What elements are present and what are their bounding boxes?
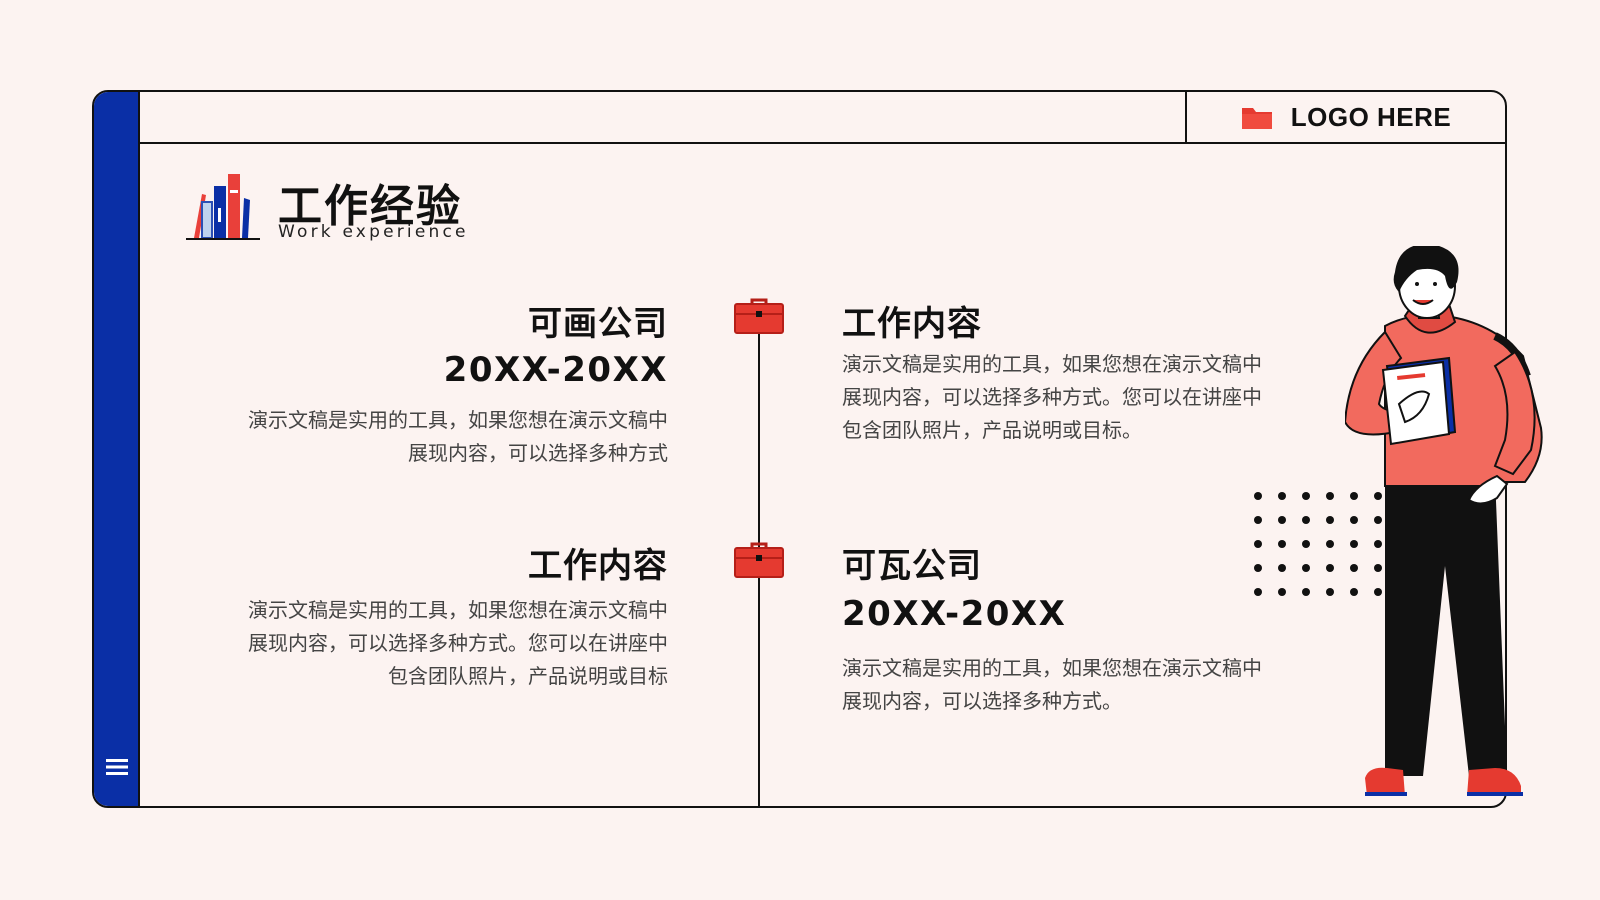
description-line: 展现内容，可以选择多种方式。您可以在讲座中 <box>248 631 668 655</box>
sidebar <box>94 92 140 806</box>
description-line: 演示文稿是实用的工具，如果您想在演示文稿中 <box>248 598 668 622</box>
company-name: 可瓦公司 <box>842 546 982 586</box>
description-line: 包含团队照片，产品说明或目标。 <box>842 418 1142 442</box>
content-title: 工作内容 <box>528 546 668 586</box>
books-icon <box>186 174 260 240</box>
description: 演示文稿是实用的工具，如果您想在演示文稿中 展现内容，可以选择多种方式。您可以在… <box>842 348 1322 447</box>
date-range: 20XX-20XX <box>443 350 668 390</box>
section-title: 工作经验 <box>278 181 462 232</box>
content-title: 工作内容 <box>842 304 982 344</box>
briefcase-icon <box>734 298 784 334</box>
logo-area: LOGO HERE <box>1185 92 1505 142</box>
folder-icon <box>1241 108 1272 129</box>
description-line: 演示文稿是实用的工具，如果您想在演示文稿中 <box>842 352 1262 376</box>
description-line: 演示文稿是实用的工具，如果您想在演示文稿中 <box>248 408 668 432</box>
description-line: 展现内容，可以选择多种方式。 <box>842 689 1122 713</box>
description-line: 展现内容，可以选择多种方式。您可以在讲座中 <box>842 385 1262 409</box>
description-line: 包含团队照片，产品说明或目标 <box>388 664 668 688</box>
person-illustration <box>1345 246 1543 796</box>
dot-grid-decoration <box>1254 492 1382 596</box>
date-range: 20XX-20XX <box>842 594 1067 634</box>
company-name: 可画公司 <box>528 304 668 344</box>
description: 演示文稿是实用的工具，如果您想在演示文稿中 展现内容，可以选择多种方式。 <box>842 652 1322 718</box>
slide-frame: LOGO HERE <box>92 90 1507 808</box>
description: 演示文稿是实用的工具，如果您想在演示文稿中 展现内容，可以选择多种方式。您可以在… <box>188 594 668 693</box>
briefcase-icon <box>734 542 784 578</box>
description-line: 展现内容，可以选择多种方式 <box>408 441 668 465</box>
section-subtitle: Work experience <box>278 222 469 242</box>
logo-text: LOGO HERE <box>1290 101 1452 132</box>
description: 演示文稿是实用的工具，如果您想在演示文稿中 展现内容，可以选择多种方式 <box>188 404 668 470</box>
menu-icon[interactable] <box>106 758 128 776</box>
description-line: 演示文稿是实用的工具，如果您想在演示文稿中 <box>842 656 1262 680</box>
top-bar: LOGO HERE <box>140 92 1505 144</box>
